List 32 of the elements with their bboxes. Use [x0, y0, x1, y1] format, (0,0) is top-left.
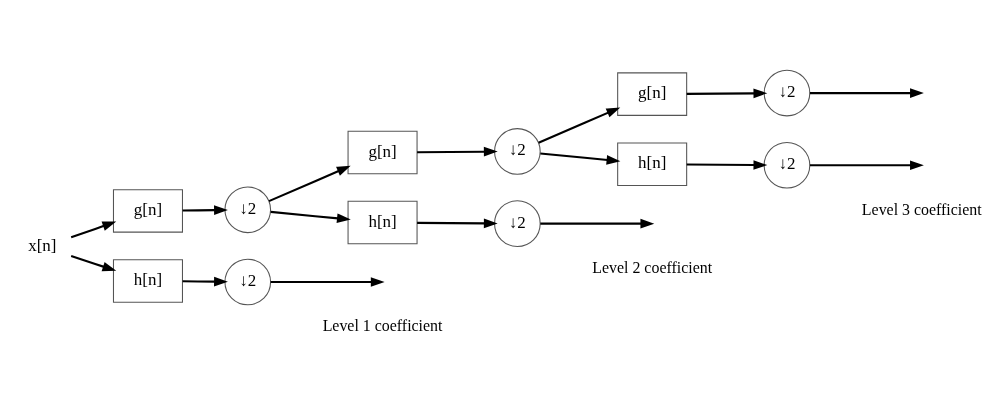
node-circle: ↓2: [223, 258, 271, 306]
arrow: [539, 152, 620, 165]
arrow: [537, 107, 620, 144]
node-circle: ↓2: [763, 141, 810, 189]
node-circle: ↓2: [223, 186, 271, 234]
arrow: [70, 255, 116, 272]
arrow: [809, 160, 924, 171]
arrow: [270, 277, 385, 287]
node-circle: ↓2: [493, 200, 541, 247]
node-box: h[n]: [347, 200, 418, 245]
arrow: [809, 88, 924, 98]
arrow: [416, 218, 498, 229]
arrow: [270, 210, 351, 224]
arrow: [70, 221, 116, 239]
node-box: g[n]: [616, 72, 687, 116]
arrow: [686, 88, 767, 99]
arrow: [182, 205, 228, 215]
node-box: h[n]: [112, 259, 183, 303]
arrow: [686, 160, 767, 170]
node-circle: ↓2: [493, 128, 541, 175]
node-box: g[n]: [112, 189, 183, 233]
arrow: [416, 146, 498, 157]
label: Level 3 coefficient: [861, 200, 982, 218]
node-box: g[n]: [347, 130, 418, 175]
label: Level 2 coefficient: [591, 258, 712, 276]
arrow: [182, 276, 228, 287]
arrow: [539, 218, 654, 229]
node-text: x[n]: [27, 236, 56, 256]
label: Level 1 coefficient: [322, 317, 442, 335]
node-box: h[n]: [616, 142, 687, 186]
arrow: [268, 165, 351, 203]
node-circle: ↓2: [763, 69, 810, 117]
